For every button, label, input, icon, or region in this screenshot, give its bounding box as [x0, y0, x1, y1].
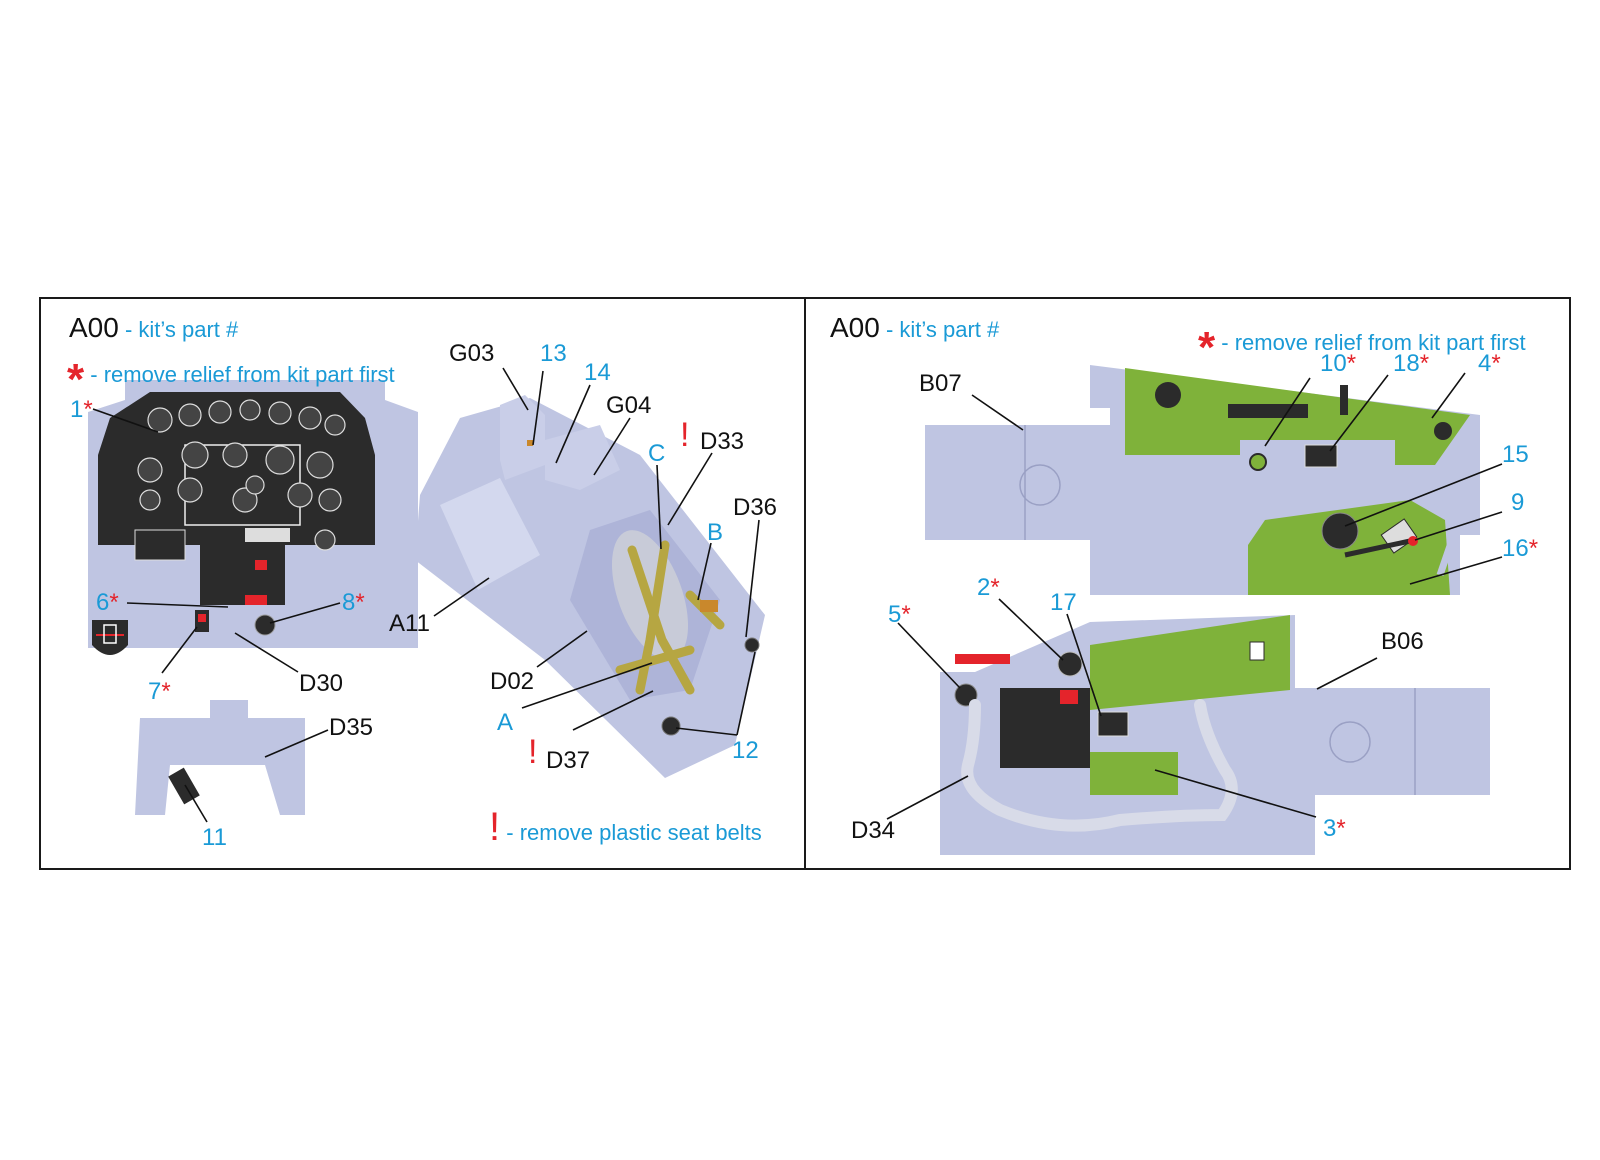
label-6: 6* — [96, 589, 119, 616]
label-13: 13 — [540, 340, 567, 367]
star-icon: * — [67, 355, 85, 404]
star-icon: * — [83, 396, 93, 423]
legend-part-description: - kit’s part # — [124, 317, 239, 342]
legend-remove-belts-text: - remove plastic seat belts — [506, 820, 762, 845]
label-4: 4* — [1478, 350, 1501, 377]
label-b06: B06 — [1381, 628, 1424, 655]
exclamation-icon: ! — [680, 416, 690, 454]
legend-remove-relief-text: - remove relief from kit part first — [90, 362, 395, 387]
star-icon: * — [1336, 815, 1346, 842]
star-icon: * — [161, 678, 171, 705]
label-3: 3* — [1323, 815, 1346, 842]
label-d34: D34 — [851, 817, 896, 844]
label-d02: D02 — [490, 668, 535, 695]
label-a: A — [497, 709, 514, 736]
star-icon: * — [1346, 350, 1357, 377]
label-12: 12 — [732, 737, 759, 764]
star-icon: * — [901, 601, 911, 628]
legend-part-code: A00 - kit’s part # — [69, 314, 238, 342]
legend-part-code-text: A00 — [830, 312, 880, 343]
label-a11: A11 — [389, 610, 430, 637]
label-16: 16* — [1502, 535, 1539, 562]
legend-part-code-text: A00 — [69, 312, 119, 343]
legend-remove-belts: ! - remove plastic seat belts — [489, 807, 762, 847]
leader-lines — [92, 367, 1503, 823]
label-15: 15 — [1502, 441, 1529, 468]
label-9: 9 — [1511, 489, 1525, 516]
sidewall-right-icon — [940, 615, 1490, 855]
label-17: 17 — [1050, 589, 1077, 616]
star-icon: * — [990, 574, 1000, 601]
instrument-panel-icon — [88, 380, 418, 648]
label-d37: D37 — [546, 747, 591, 774]
label-10: 10* — [1320, 350, 1357, 377]
label-g04: G04 — [606, 392, 652, 419]
seat-mount-icon — [135, 700, 305, 815]
star-icon: * — [109, 589, 119, 616]
legend-part-description: - kit’s part # — [885, 317, 1000, 342]
label-8: 8* — [342, 589, 365, 616]
label-18: 18* — [1393, 350, 1430, 377]
label-11: 11 — [202, 824, 227, 851]
label-7: 7* — [148, 678, 171, 705]
star-icon: * — [1491, 350, 1501, 377]
seat-icon — [415, 395, 765, 778]
label-b: B — [707, 519, 724, 546]
legend-part-code: A00 - kit’s part # — [830, 314, 999, 342]
sidewall-left-icon — [925, 365, 1480, 595]
label-d35: D35 — [329, 714, 374, 741]
label-d36: D36 — [733, 494, 778, 521]
label-14: 14 — [584, 359, 611, 386]
label-b07: B07 — [919, 370, 962, 397]
star-icon: * — [1198, 323, 1216, 372]
legend-remove-relief: * - remove relief from kit part first — [67, 346, 395, 402]
label-c: C — [648, 440, 666, 467]
label-1: 1* — [70, 396, 93, 423]
label-2: 2* — [977, 574, 1000, 601]
label-d33: D33 — [700, 428, 745, 455]
label-d30: D30 — [299, 670, 344, 697]
exclamation-icon: ! — [489, 805, 501, 849]
legend-remove-relief: * - remove relief from kit part first — [1198, 314, 1526, 370]
star-icon: * — [355, 589, 365, 616]
legend-remove-relief-text: - remove relief from kit part first — [1221, 330, 1526, 355]
star-icon: * — [1528, 535, 1539, 562]
label-5: 5* — [888, 601, 911, 628]
label-g03: G03 — [449, 340, 495, 367]
star-icon: * — [1419, 350, 1430, 377]
exclamation-icon: ! — [528, 733, 538, 771]
manufacturer-logo-icon — [92, 620, 128, 655]
